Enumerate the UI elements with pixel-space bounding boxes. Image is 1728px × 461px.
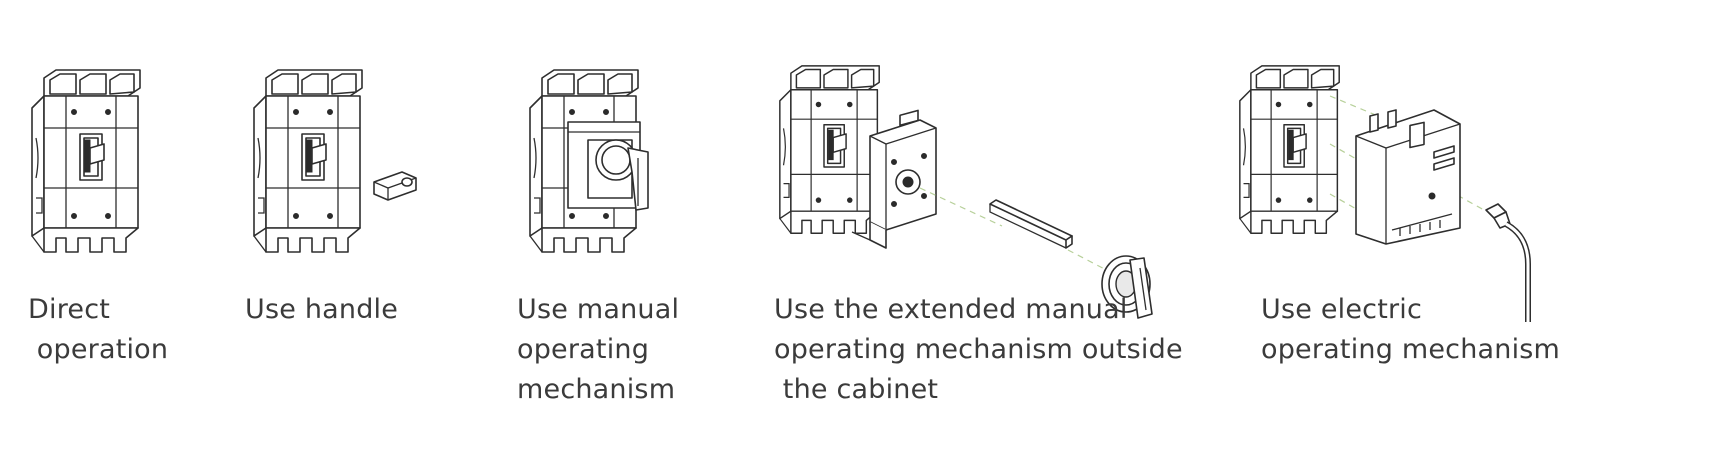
caption-manual-mechanism: Use manual operating mechanism bbox=[517, 290, 679, 410]
caption-line: the cabinet bbox=[774, 374, 939, 405]
electric-operator-icon bbox=[1239, 65, 1531, 322]
caption-use-handle: Use handle bbox=[245, 290, 398, 330]
handle-extension-icon bbox=[373, 171, 417, 201]
caption-line: Use electric bbox=[1261, 294, 1423, 325]
caption-line: Use handle bbox=[245, 294, 399, 325]
caption-extended-mechanism: Use the extended manual operating mechan… bbox=[774, 290, 1183, 410]
caption-line: operating mechanism outside bbox=[774, 334, 1183, 365]
caption-direct-operation: Direct operation bbox=[28, 290, 168, 370]
breaker-icon bbox=[31, 69, 141, 253]
option-direct-operation bbox=[30, 68, 160, 258]
caption-electric-mechanism: Use electric operating mechanism bbox=[1261, 290, 1560, 370]
motor-unit-icon bbox=[1355, 109, 1461, 245]
caption-line: Use manual bbox=[517, 294, 680, 325]
rotary-handle-icon bbox=[1101, 255, 1153, 319]
cable-connector-icon bbox=[1485, 203, 1531, 322]
caption-line: operating mechanism bbox=[1261, 334, 1561, 365]
option-manual-mechanism bbox=[528, 68, 668, 258]
caption-line: operation bbox=[28, 334, 169, 365]
mounting-bracket-icon bbox=[851, 109, 937, 249]
breaker-rotary-handle-icon bbox=[529, 69, 649, 253]
extension-shaft-icon bbox=[989, 199, 1073, 249]
option-use-handle bbox=[252, 68, 432, 258]
option-extended-mechanism bbox=[778, 64, 1178, 324]
caption-line: mechanism bbox=[517, 374, 676, 405]
breaker-with-handle-icon bbox=[253, 69, 417, 253]
option-electric-mechanism bbox=[1238, 64, 1538, 326]
caption-line: operating bbox=[517, 334, 650, 365]
rotary-handle-icon bbox=[567, 121, 649, 211]
caption-line: Use the extended manual bbox=[774, 294, 1128, 325]
extended-rotary-handle-icon bbox=[779, 65, 1153, 319]
caption-line: Direct bbox=[28, 294, 111, 325]
